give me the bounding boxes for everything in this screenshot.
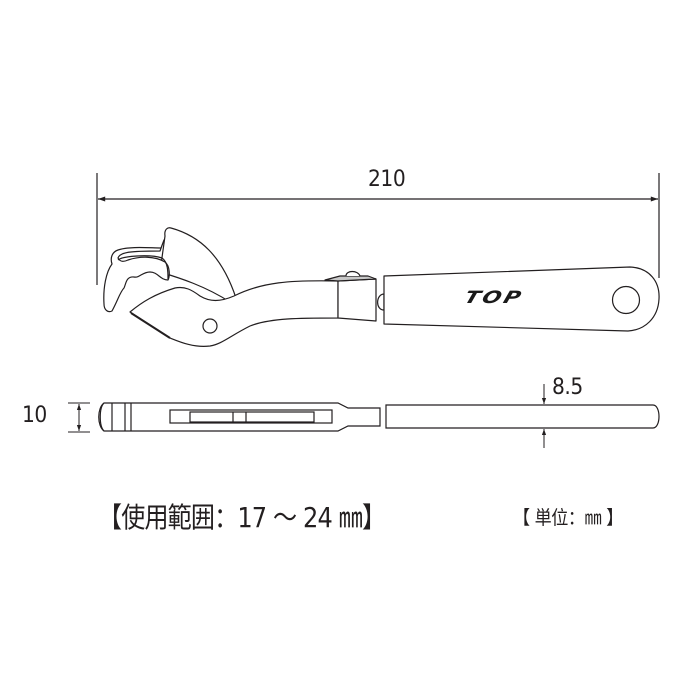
- head-thickness-dimension: [68, 402, 90, 433]
- side-handle: [385, 404, 660, 429]
- wrench-top-view: [103, 227, 660, 347]
- overall-length-label: 210: [368, 167, 406, 192]
- usage-range-caption: 【使用範囲：17 ～ 24 ㎜】: [98, 501, 386, 534]
- spring-clip: [324, 275, 377, 282]
- spring-knob: [345, 270, 361, 277]
- handle-tab: [377, 293, 385, 311]
- wrench-side-view: [98, 402, 660, 432]
- lower-jaw-body: [129, 280, 339, 347]
- hanging-hole: [611, 285, 641, 315]
- side-slot-inner: [189, 411, 315, 423]
- pivot-hole: [202, 318, 218, 334]
- brand-logo: TOP: [461, 288, 526, 308]
- side-head-nose: [99, 402, 105, 432]
- handle-grip: [383, 266, 660, 332]
- unit-caption: 【 単位：㎜ 】: [513, 507, 623, 529]
- handle-thickness-label: 8.5: [552, 375, 583, 400]
- head-thickness-label: 10: [22, 403, 47, 428]
- upper-jaw-sector: [159, 227, 237, 303]
- upper-hook-jaw: [103, 239, 170, 313]
- upper-jaw-inner-rim: [117, 255, 169, 280]
- lower-jaw-edge: [130, 312, 171, 339]
- length-dimension: [96, 173, 660, 285]
- shaft-ferrule: [337, 278, 377, 322]
